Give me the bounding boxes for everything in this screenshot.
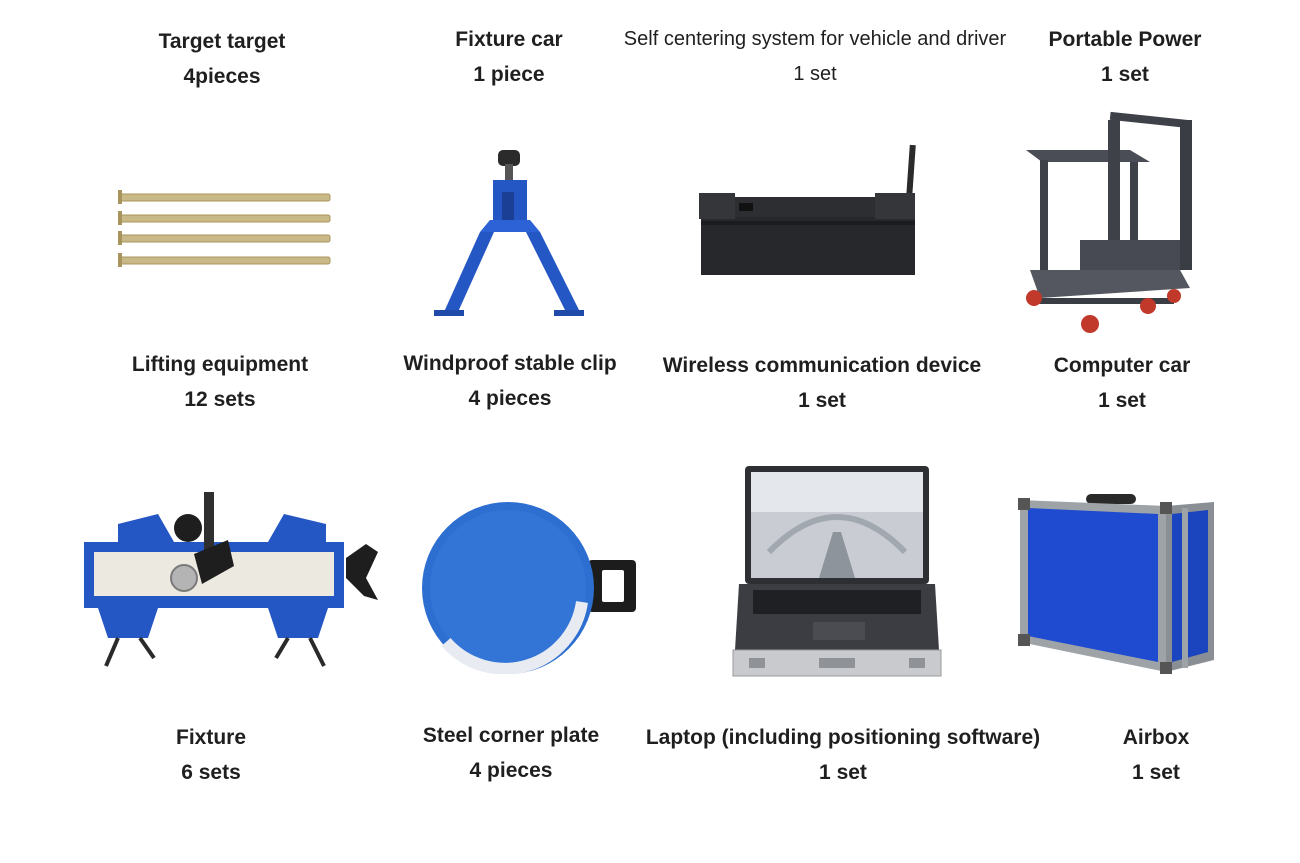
item-qty: 4 pieces (469, 759, 553, 782)
label-wireless-communication-device: Wireless communication device 1 set (663, 348, 981, 418)
item-name: Lifting equipment (131, 353, 309, 376)
item-qty: 1 set (1101, 63, 1149, 86)
corner-plate-image (416, 502, 646, 674)
item-qty: 4 pieces (468, 387, 552, 410)
label-fixture: Fixture 6 sets (176, 720, 246, 790)
lifting-rods-image (112, 186, 334, 272)
label-airbox: Airbox 1 set (1123, 720, 1190, 790)
item-name: Portable Power (1048, 28, 1202, 51)
item-qty: 1 set (819, 761, 867, 784)
item-qty: 1 set (1132, 761, 1180, 784)
item-name: Self centering system for vehicle and dr… (623, 28, 1007, 50)
item-name: Steel corner plate (422, 724, 600, 747)
label-target-target: Target target 4pieces (159, 24, 286, 94)
item-name: Computer car (1053, 354, 1191, 377)
item-qty: 1 set (798, 389, 846, 412)
item-qty: 1 set (1098, 389, 1146, 412)
item-qty: 12 sets (184, 388, 256, 411)
airbox-image (1016, 492, 1216, 676)
label-windproof-stable-clip: Windproof stable clip 4 pieces (403, 346, 616, 416)
item-name: Wireless communication device (662, 354, 982, 377)
label-portable-power: Portable Power 1 set (1049, 22, 1202, 92)
windproof-clip-image (428, 148, 593, 320)
wireless-device-image (695, 143, 923, 279)
fixture-image (78, 488, 384, 672)
item-name: Fixture (175, 726, 247, 749)
label-self-centering-system: Self centering system for vehicle and dr… (624, 22, 1006, 92)
item-name: Airbox (1122, 726, 1190, 749)
item-qty: 1 set (793, 63, 837, 85)
item-qty: 4pieces (183, 65, 261, 88)
item-name: Windproof stable clip (403, 352, 617, 375)
item-name: Target target (158, 30, 286, 53)
laptop-image (729, 462, 945, 682)
item-qty: 6 sets (181, 761, 241, 784)
computer-cart-image (1020, 110, 1200, 338)
label-lifting-equipment: Lifting equipment 12 sets (132, 347, 308, 417)
item-name: Fixture car (455, 28, 563, 51)
item-name: Laptop (including positioning software) (645, 726, 1041, 749)
label-steel-corner-plate: Steel corner plate 4 pieces (423, 718, 599, 788)
label-laptop: Laptop (including positioning software) … (646, 720, 1040, 790)
label-computer-car: Computer car 1 set (1054, 348, 1191, 418)
item-qty: 1 piece (473, 63, 545, 86)
label-fixture-car: Fixture car 1 piece (455, 22, 562, 92)
